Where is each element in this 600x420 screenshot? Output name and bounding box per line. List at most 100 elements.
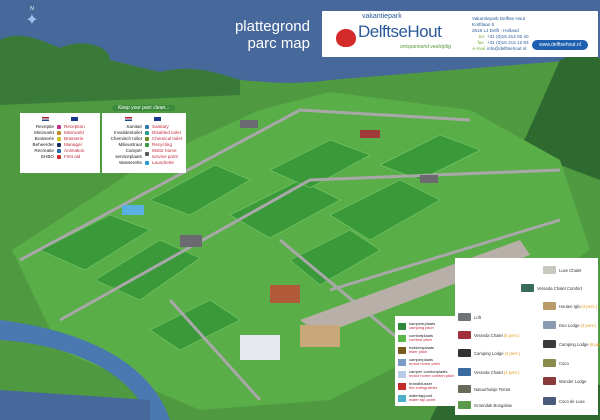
- forest-top: [0, 35, 240, 105]
- legend-label-nl: Recreatie: [34, 148, 54, 153]
- legend-label-en: Manager: [64, 142, 83, 147]
- website-button[interactable]: www.delftsehout.nl: [532, 40, 588, 50]
- legend-label-nl: Beheerder: [32, 142, 54, 147]
- accommodation-name: Veranda Chalet Comfort: [537, 285, 582, 291]
- pitch-field: [269, 139, 371, 189]
- contact-label: fax.: [477, 40, 485, 45]
- accommodation-icon: [458, 368, 471, 376]
- compass-north-label: N: [30, 6, 34, 12]
- logo-apple-icon: [336, 29, 356, 47]
- uk-flag-icon: [154, 117, 161, 121]
- accommodation-item: Duo Lodge(2 pers.): [543, 321, 596, 329]
- compass: N ✦: [22, 6, 42, 36]
- accommodation-icon: [543, 377, 556, 385]
- building: [360, 130, 380, 138]
- accommodation-name: Veranda Chalet: [474, 332, 503, 338]
- accommodation-name: Luxe Chalet: [559, 267, 582, 273]
- building: [420, 175, 438, 183]
- accommodation-icon: [458, 331, 471, 339]
- accommodation-name: Coco de Luxe: [559, 398, 585, 404]
- dutch-flag-icon: [42, 117, 49, 121]
- legend-label-en: Reception: [64, 124, 85, 129]
- brand-small: vakantiepark: [362, 13, 402, 20]
- legend-label-nl: Sanitair: [126, 124, 142, 129]
- legend-label-nl: Minimarkt: [34, 130, 54, 135]
- accommodation-icon: [458, 385, 471, 393]
- phone: +31 (0)15 213 00 40: [487, 34, 529, 39]
- legend-label-nl: Chemisch toilet: [110, 136, 142, 141]
- accommodation-icon: [458, 349, 471, 357]
- legend-label-en: Recycling: [152, 142, 172, 147]
- accommodation-item: Camping Lodge(4 pers.): [458, 349, 520, 357]
- legend-label-en: Sanitary: [152, 124, 169, 129]
- pitch-field: [289, 229, 381, 286]
- accommodation-item: Camping Lodge(6 pers.): [543, 340, 600, 348]
- legend-label-nl: Camper serviceplaats: [115, 148, 142, 159]
- legend-label-en: Minimarkt: [64, 130, 84, 135]
- facility-icon: [145, 152, 149, 156]
- accommodation-item: Coco de Luxe: [543, 397, 586, 405]
- pitch-label-en: fire extinguisher: [409, 385, 438, 390]
- accommodation-capacity: (4 pers.): [581, 303, 598, 309]
- pitch-swatch: [398, 370, 406, 378]
- legend-item: Minimarkt Minimarkt: [20, 130, 100, 136]
- legend-label-nl: EHBO: [40, 154, 54, 159]
- accommodation-icon: [543, 321, 556, 329]
- facility-icon: [57, 155, 61, 159]
- pitch-label-nl: camper comfortplaats: [409, 368, 448, 374]
- facility-icon: [145, 161, 149, 165]
- road: [279, 238, 401, 342]
- legend-label-nl: Brasserie: [34, 136, 54, 141]
- road: [329, 218, 561, 292]
- contact-info: Vakantiepark Delftse Hout Korftlaan 5 26…: [472, 16, 529, 52]
- header-panel: vakantiepark DelftseHout ontspannend vee…: [322, 11, 598, 57]
- accommodation-item: Natuurhuisje Terras: [458, 385, 511, 393]
- legend-label-en: Animation: [64, 148, 85, 153]
- building: [240, 335, 280, 360]
- facility-icon: [145, 143, 149, 147]
- accommodation-item: Houten Iglo(4 pers.): [543, 302, 597, 310]
- road: [59, 168, 561, 322]
- accommodation-icon: [543, 266, 556, 274]
- brand-tagline: ontspannend veelzijdig: [400, 44, 451, 50]
- accommodation-name: Wonder Lodge: [559, 378, 587, 384]
- water-bottom: [0, 390, 150, 420]
- pitch-swatch: [398, 358, 406, 366]
- title-english: parc map: [247, 35, 310, 52]
- facility-icon: [57, 143, 61, 147]
- facility-icon: [57, 149, 61, 153]
- fax: +31 (0)15 213 12 93: [487, 40, 529, 45]
- pitch-label-en: camping pitch: [409, 325, 434, 330]
- swimming-pool: [122, 205, 144, 215]
- building: [270, 285, 300, 303]
- road: [19, 108, 471, 262]
- forest-right: [520, 54, 600, 180]
- address-line: Vakantiepark Delftse Hout: [472, 16, 526, 21]
- accommodation-name: Loft: [474, 314, 481, 320]
- legend-item: Sanitair Sanitary: [102, 124, 184, 130]
- legend-label-en: Chemical toilet: [152, 136, 183, 141]
- pitch-swatch: [398, 334, 406, 342]
- building: [180, 235, 202, 247]
- address-line: Korftlaan 5: [472, 22, 495, 27]
- accommodation-icon: [458, 401, 471, 409]
- contact-label: e-mail: [472, 46, 485, 51]
- email-link[interactable]: info@delftsehout.nl: [487, 46, 527, 51]
- accommodation-icon: [458, 313, 471, 321]
- pitch-label-nl: watertappunt: [409, 392, 433, 398]
- accommodation-item: Veranda Chalet(4 pers.): [458, 368, 519, 376]
- accommodation-icon: [543, 340, 556, 348]
- accommodation-item: Coco: [543, 359, 570, 367]
- accommodation-item: Wonder Lodge: [543, 377, 587, 385]
